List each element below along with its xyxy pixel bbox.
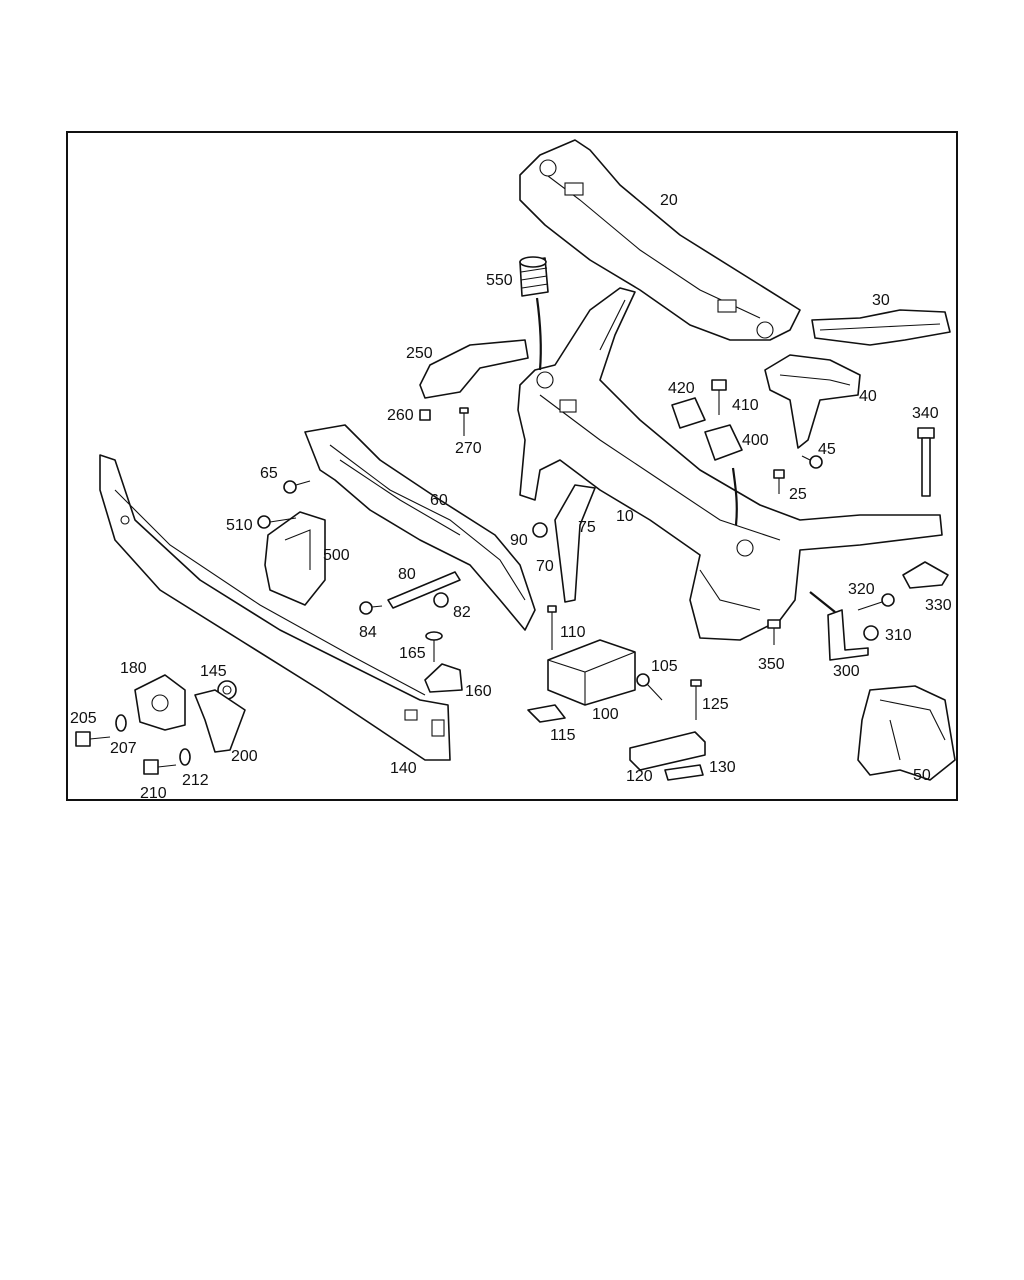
label-207: 207 [110, 740, 137, 757]
label-420: 420 [668, 380, 695, 397]
part-207-washer [115, 714, 127, 732]
part-110-bolt [547, 605, 557, 650]
label-65: 65 [260, 465, 278, 482]
label-300: 300 [833, 663, 860, 680]
part-40-bracket [764, 354, 861, 449]
part-30-extension [811, 309, 951, 346]
label-80: 80 [398, 566, 416, 583]
label-75: 75 [578, 519, 596, 536]
label-310: 310 [885, 627, 912, 644]
label-45: 45 [818, 441, 836, 458]
part-310-nut [863, 625, 879, 641]
label-90: 90 [510, 532, 528, 549]
part-510-bolt [257, 515, 297, 529]
part-100-box [547, 639, 636, 706]
part-330-mount [902, 561, 949, 589]
part-400-mount [704, 424, 743, 526]
label-70: 70 [536, 558, 554, 575]
part-350-clip [767, 619, 781, 645]
label-50: 50 [913, 767, 931, 784]
label-500: 500 [323, 547, 350, 564]
label-400: 400 [742, 432, 769, 449]
part-165-bolt [425, 631, 443, 662]
part-60-side-member [304, 424, 536, 631]
label-110: 110 [560, 624, 586, 641]
label-330: 330 [925, 597, 952, 614]
part-10-front-carrier [517, 287, 943, 641]
part-500-bracket [264, 511, 326, 606]
part-550-buffer [519, 256, 549, 371]
label-510: 510 [226, 517, 253, 534]
part-25-bolt [773, 469, 785, 494]
label-105: 105 [651, 658, 678, 675]
label-260: 260 [387, 407, 414, 424]
label-210: 210 [140, 785, 167, 802]
label-10: 10 [616, 508, 634, 525]
label-82: 82 [453, 604, 471, 621]
part-140-bumper-beam [99, 454, 451, 761]
part-160-bracket [424, 663, 463, 693]
part-205-bolt [75, 731, 111, 747]
part-250-deflector [419, 339, 529, 399]
part-212-washer [179, 748, 191, 766]
label-410: 410 [732, 397, 759, 414]
label-115: 115 [550, 727, 576, 744]
part-120-block [629, 731, 706, 771]
part-270-bolt [459, 407, 469, 436]
part-45-bolt [801, 455, 823, 469]
label-205: 205 [70, 710, 97, 727]
part-300-bracket [809, 591, 869, 661]
part-50-bracket [857, 685, 956, 781]
label-20: 20 [660, 192, 678, 209]
part-84-bolt [359, 601, 383, 615]
label-40: 40 [859, 388, 877, 405]
label-340: 340 [912, 405, 939, 422]
part-90-nut [532, 522, 548, 538]
part-105-bolt [636, 673, 663, 701]
label-160: 160 [465, 683, 492, 700]
label-140: 140 [390, 760, 417, 777]
label-100: 100 [592, 706, 619, 723]
part-115-plate [527, 704, 566, 723]
part-320-bolt [857, 593, 895, 611]
label-120: 120 [626, 768, 653, 785]
part-70-strut [554, 484, 596, 603]
label-25: 25 [789, 486, 807, 503]
part-340-long-bolt [917, 427, 935, 497]
part-125-bolt [690, 679, 702, 720]
label-270: 270 [455, 440, 482, 457]
label-84: 84 [359, 624, 377, 641]
label-350: 350 [758, 656, 785, 673]
part-20-upper-crossmember [519, 139, 801, 341]
part-200-bracket [194, 689, 246, 753]
label-550: 550 [486, 272, 513, 289]
callout-labels: 20 30 550 250 420 410 40 340 260 400 270… [70, 192, 952, 802]
label-200: 200 [231, 748, 258, 765]
label-212: 212 [182, 772, 209, 789]
label-30: 30 [872, 292, 890, 309]
part-410-bolt [711, 379, 727, 415]
label-130: 130 [709, 759, 736, 776]
label-180: 180 [120, 660, 147, 677]
label-320: 320 [848, 581, 875, 598]
part-420-clip [671, 397, 706, 429]
part-260-clip [419, 409, 431, 421]
part-65-bolt [283, 480, 311, 494]
part-82-nut [433, 592, 449, 608]
label-250: 250 [406, 345, 433, 362]
part-210-bolt [143, 759, 177, 775]
label-60: 60 [430, 492, 448, 509]
label-165: 165 [399, 645, 426, 662]
label-145: 145 [200, 663, 227, 680]
part-130-plate [664, 764, 704, 781]
part-180-plate [134, 674, 186, 731]
label-125: 125 [702, 696, 729, 713]
part-80-rod [387, 571, 461, 609]
